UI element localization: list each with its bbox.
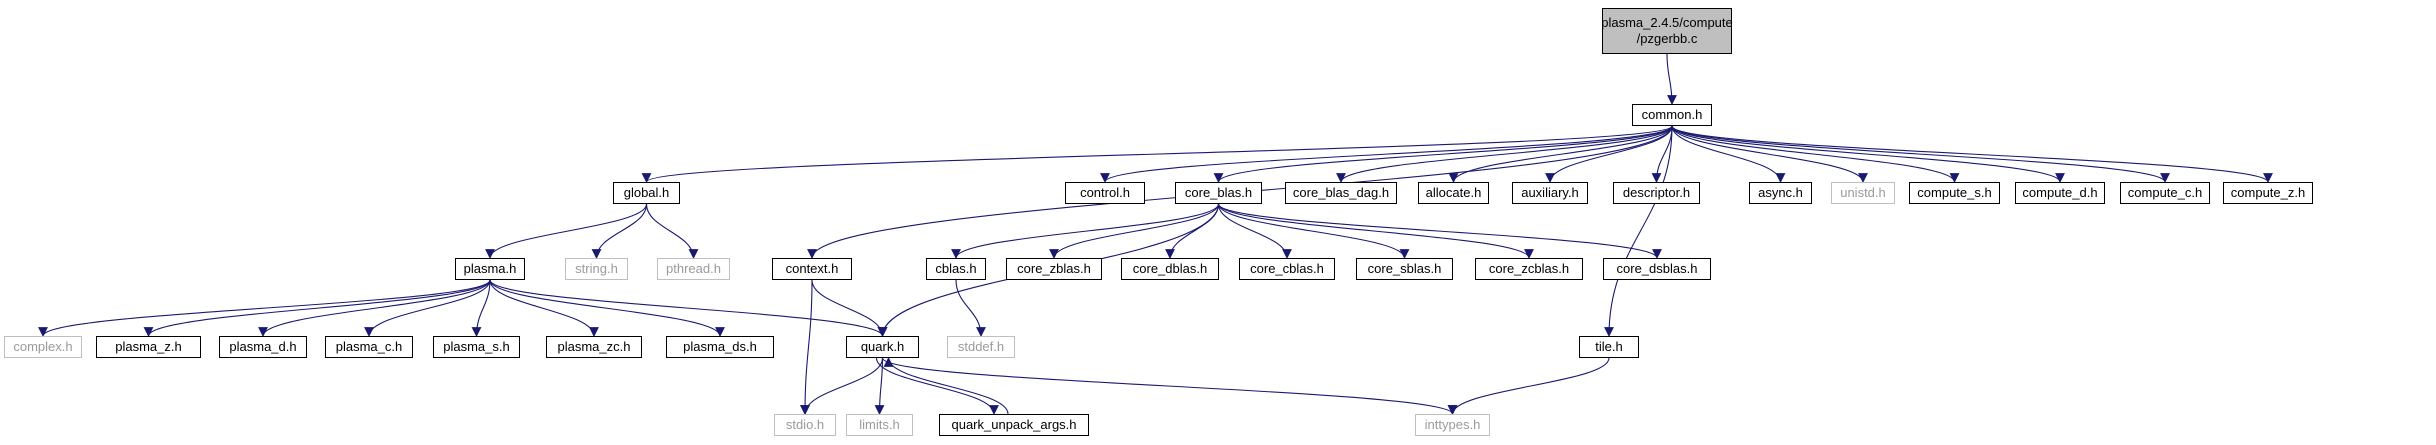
edge-common-to-core_blas_dag: [1336, 125, 1673, 183]
edge-common-to-allocate: [1448, 125, 1673, 183]
edge-plasma-to-plasma_c: [364, 279, 491, 337]
edge-quark_unpack_args-to-quark: [883, 357, 1009, 415]
node-tile-h[interactable]: tile.h: [1579, 336, 1639, 358]
edge-common-to-async: [1671, 125, 1786, 183]
edge-common-to-tile: [1604, 125, 1673, 337]
node-control-h[interactable]: control.h: [1065, 182, 1145, 204]
edge-core_blas-to-core_dsblas: [1217, 203, 1662, 259]
edge-global-to-plasma: [485, 203, 648, 259]
node-plasma-c-h[interactable]: plasma_c.h: [325, 336, 413, 358]
node-complex-h: complex.h: [4, 336, 82, 358]
node-pthread-h: pthread.h: [657, 258, 730, 280]
edge-cblas-to-stddef: [955, 279, 986, 337]
node-allocate-h[interactable]: allocate.h: [1418, 182, 1489, 204]
node-async-h[interactable]: async.h: [1749, 182, 1812, 204]
edge-common-to-core_blas: [1213, 125, 1673, 183]
node-context-h[interactable]: context.h: [772, 258, 852, 280]
node-plasma-ds-h[interactable]: plasma_ds.h: [666, 336, 774, 358]
node-string-h: string.h: [565, 258, 628, 280]
edge-tile-to-inttypes: [1447, 357, 1610, 415]
edge-core_blas-to-core_sblas: [1217, 203, 1410, 259]
node-compute-s-h[interactable]: compute_s.h: [1909, 182, 2000, 204]
node-plasma-h[interactable]: plasma.h: [455, 258, 525, 280]
node-plasma-z-h[interactable]: plasma_z.h: [96, 336, 201, 358]
edge-root-to-common: [1666, 53, 1677, 105]
root-node[interactable]: plasma_2.4.5/compute /pzgerbb.c: [1601, 8, 1733, 54]
edge-common-to-unistd: [1671, 125, 1868, 183]
node-plasma-zc-h[interactable]: plasma_zc.h: [546, 336, 642, 358]
node-global-h[interactable]: global.h: [613, 182, 680, 204]
node-plasma-s-h[interactable]: plasma_s.h: [433, 336, 520, 358]
node-compute-z-h[interactable]: compute_z.h: [2223, 182, 2313, 204]
node-stddef-h: stddef.h: [947, 336, 1015, 358]
node-core-dsblas-h[interactable]: core_dsblas.h: [1603, 258, 1711, 280]
node-core-blas-dag-h[interactable]: core_blas_dag.h: [1285, 182, 1397, 204]
edge-quark-to-limits: [874, 357, 885, 415]
edge-plasma-to-quark: [489, 279, 888, 337]
node-auxiliary-h[interactable]: auxiliary.h: [1512, 182, 1588, 204]
node-descriptor-h[interactable]: descriptor.h: [1613, 182, 1700, 204]
edge-context-to-stdio: [800, 279, 813, 415]
node-inttypes-h: inttypes.h: [1415, 414, 1490, 436]
node-stdio-h: stdio.h: [774, 414, 836, 436]
node-core-cblas-h[interactable]: core_cblas.h: [1239, 258, 1335, 280]
edge-global-to-pthread: [645, 203, 699, 259]
node-cblas-h[interactable]: cblas.h: [926, 258, 986, 280]
edge-common-to-compute_s: [1671, 125, 1960, 183]
node-core-zcblas-h[interactable]: core_zcblas.h: [1475, 258, 1583, 280]
edge-core_blas-to-core_zcblas: [1217, 203, 1534, 259]
node-compute-d-h[interactable]: compute_d.h: [2015, 182, 2105, 204]
edge-common-to-compute_d: [1671, 125, 2065, 183]
node-core-dblas-h[interactable]: core_dblas.h: [1121, 258, 1219, 280]
node-limits-h: limits.h: [846, 414, 913, 436]
node-common-h[interactable]: common.h: [1632, 104, 1712, 126]
edge-quark-to-stdio: [800, 357, 884, 415]
edge-plasma-to-plasma_zc: [489, 279, 599, 337]
edge-plasma-to-plasma_ds: [489, 279, 725, 337]
root-label-line1: plasma_2.4.5/compute: [1601, 15, 1733, 30]
node-quark-h[interactable]: quark.h: [846, 336, 919, 358]
edge-plasma-to-complex: [38, 279, 491, 337]
node-quark-unpack-args-h[interactable]: quark_unpack_args.h: [939, 414, 1089, 436]
edge-global-to-string: [591, 203, 648, 259]
edge-common-to-global: [641, 125, 1673, 183]
edge-common-to-compute_c: [1671, 125, 2170, 183]
edge-quark-to-inttypes: [881, 357, 1458, 415]
edge-plasma-to-plasma_d: [258, 279, 491, 337]
node-core-sblas-h[interactable]: core_sblas.h: [1356, 258, 1453, 280]
node-unistd-h: unistd.h: [1831, 182, 1895, 204]
node-compute-c-h[interactable]: compute_c.h: [2120, 182, 2210, 204]
edge-common-to-compute_z: [1671, 125, 2273, 183]
edge-plasma-to-plasma_z: [143, 279, 491, 337]
edge-plasma-to-plasma_s: [471, 279, 491, 337]
node-core-zblas-h[interactable]: core_zblas.h: [1006, 258, 1102, 280]
edge-common-to-control: [1100, 125, 1673, 183]
edge-core_blas-to-cblas: [951, 203, 1220, 259]
edge-context-to-quark: [811, 279, 888, 337]
node-core-blas-h[interactable]: core_blas.h: [1175, 182, 1262, 204]
root-label-line2: /pzgerbb.c: [1636, 31, 1698, 46]
edge-quark-to-quark_unpack_args: [875, 357, 999, 415]
node-plasma-d-h[interactable]: plasma_d.h: [219, 336, 307, 358]
edge-core_blas-to-core_zblas: [1049, 203, 1220, 259]
edge-core_blas-to-core_cblas: [1217, 203, 1292, 259]
